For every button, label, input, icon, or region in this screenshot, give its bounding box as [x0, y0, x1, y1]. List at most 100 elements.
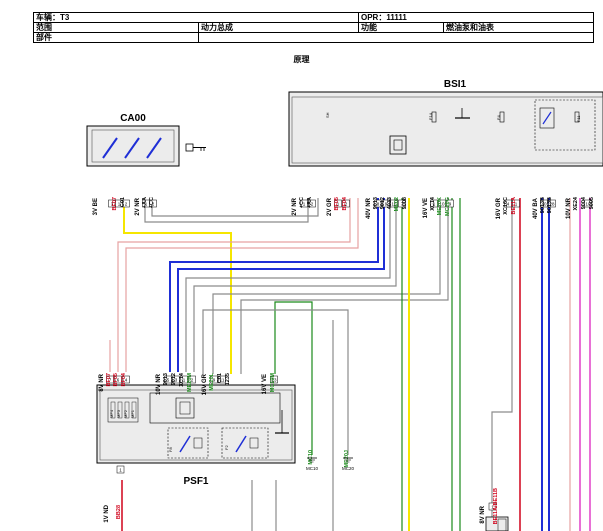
psf-connector-1-label: 8V NR	[99, 373, 105, 391]
bsi-connector-5-wire-label: BE11A	[511, 197, 517, 214]
psf-fuse	[110, 401, 116, 419]
bsi-connector-2-wire-label: BF05	[334, 197, 340, 210]
bottom-right-label: 8V NR	[480, 505, 486, 523]
ca00-connector2-wire-label: +AA	[142, 197, 148, 208]
bsi-connector-4-label: 16V VE	[423, 198, 429, 218]
psf-connector-3-label: 16V GR	[202, 373, 208, 395]
bsi-f14-label: F14	[428, 112, 433, 120]
psf-connector-2-wire-label: 9012	[171, 373, 177, 385]
bsi-connector-2-wire-label: BF04	[342, 196, 348, 210]
ca00-connector-pin: 1	[118, 202, 121, 207]
ca00-connector-pin: 3	[111, 202, 114, 207]
bsi-connector-5-label: 16V GR	[496, 197, 502, 219]
bsi-connector-3-pin-box	[390, 199, 398, 208]
bsi-connector-4-pin-box	[438, 199, 446, 208]
bsi-f11-fuse	[574, 111, 580, 123]
psf-connector-2-pin-box	[172, 375, 180, 384]
psf-connector-3-pin-box	[210, 375, 218, 384]
page-title: 原理	[293, 55, 310, 64]
bsi-sh-label: SH	[325, 112, 330, 118]
bsi-connector-3-pin-box	[374, 199, 382, 208]
bsi-connector-5-pin-box	[512, 199, 520, 208]
psf-connector-4-pin: 13	[271, 378, 277, 383]
bsi-connector-6-wire-label: 9013B	[540, 197, 546, 213]
psf-f2-label: F2	[224, 445, 229, 450]
psf-fuse	[117, 401, 123, 419]
bsi-connector-3-wire-label: 9013	[373, 197, 379, 209]
bsi-connector-4-pin: 1	[433, 202, 436, 207]
bsi-connector-4-wire-label: XC14	[430, 196, 436, 211]
psf-connector-1-wire-label: BF05	[113, 373, 119, 386]
ca00-contact-3	[146, 137, 162, 159]
bsi1-module: BSI1 SH F14 F4 F11	[288, 79, 603, 167]
psf-connector-1-wire-label: BF04	[121, 372, 127, 386]
bsi-connector-1-label: 2V NR	[292, 197, 298, 215]
bsi-connector-7-label: 10V NR	[566, 197, 572, 219]
wire-gray-4033	[193, 198, 397, 372]
bsi-connector-5-pin: 1	[515, 202, 518, 207]
ca00-label: CA00	[120, 113, 146, 124]
bsi-connector-7-pin-box	[584, 199, 592, 208]
bsi-connector-7-wire-label: 9005	[589, 197, 595, 209]
wire-green-mc10m	[274, 301, 313, 455]
psf-fuse-label: MF1	[130, 409, 135, 418]
bsi-connector-6-pin-box	[540, 199, 548, 208]
psf-fuse-bank	[107, 397, 139, 423]
ground-label: MC10	[306, 466, 319, 471]
bsi-connector-3-pin-box	[398, 199, 406, 208]
ca00-connector-wire-label: BF07	[112, 197, 118, 210]
ca00-connector2-pin: 1	[145, 202, 148, 207]
psf-connector-1-pin-box	[106, 375, 114, 384]
bottom-right-module	[485, 516, 509, 531]
wire-yellow	[123, 205, 232, 374]
bsi-connector-5-pin: 4	[507, 202, 510, 207]
bsi-connector-3-wire-label: 9008	[402, 197, 408, 209]
bsi-connector-7-pin: 10	[585, 202, 591, 207]
psf-connector-2-pin: 3	[175, 378, 178, 383]
ca00-contact-1	[102, 137, 118, 159]
psf-connector-1-wire-label: BF07	[106, 373, 112, 386]
bsi-f4-label: F4	[496, 115, 501, 120]
bsi-connector-4-pin-box	[446, 199, 454, 208]
bsi-relay-box	[389, 135, 407, 155]
psf-fuse-label: MF2	[123, 409, 128, 418]
bsi-connector-1-pin: 2	[311, 202, 314, 207]
psf-connector-3-wire-label: ME20L	[209, 372, 215, 390]
psf-connector-3-wire-label: C01	[217, 373, 223, 383]
psf-relay-f2-area	[221, 427, 269, 459]
key-icon	[185, 143, 206, 152]
wire-blue-9012	[177, 198, 385, 372]
ca00-connector-label: 3V BE	[93, 198, 99, 215]
part-value	[198, 32, 594, 43]
ground-wire-label: ME20J	[344, 450, 350, 467]
bsi-connector-7-wire-label: 9004	[581, 196, 587, 209]
wire-gray-xc16c	[491, 198, 513, 531]
bsi-connector-3-wire-label: 9012	[380, 197, 386, 209]
bsi-connector-1-pin-box	[300, 199, 308, 208]
wire-gray-c01	[212, 198, 441, 374]
bottom-left-wire-label: BB28	[116, 505, 122, 519]
bottom-left-pin-box	[116, 465, 125, 474]
psf-connector-3-pin: 9	[213, 378, 216, 383]
ca00-connector2-wire-label: +CC	[149, 197, 155, 208]
ca00-connector2-pin: 2	[152, 202, 155, 207]
psf-bus-area	[149, 392, 281, 424]
bottom-right-wire-label: BE11A/BE11B	[493, 488, 499, 524]
bsi-connector-1-wire-label: +AA	[307, 197, 313, 208]
bsi-connector-3-pin: 7	[401, 202, 404, 207]
wire-blue-9013	[169, 198, 379, 372]
